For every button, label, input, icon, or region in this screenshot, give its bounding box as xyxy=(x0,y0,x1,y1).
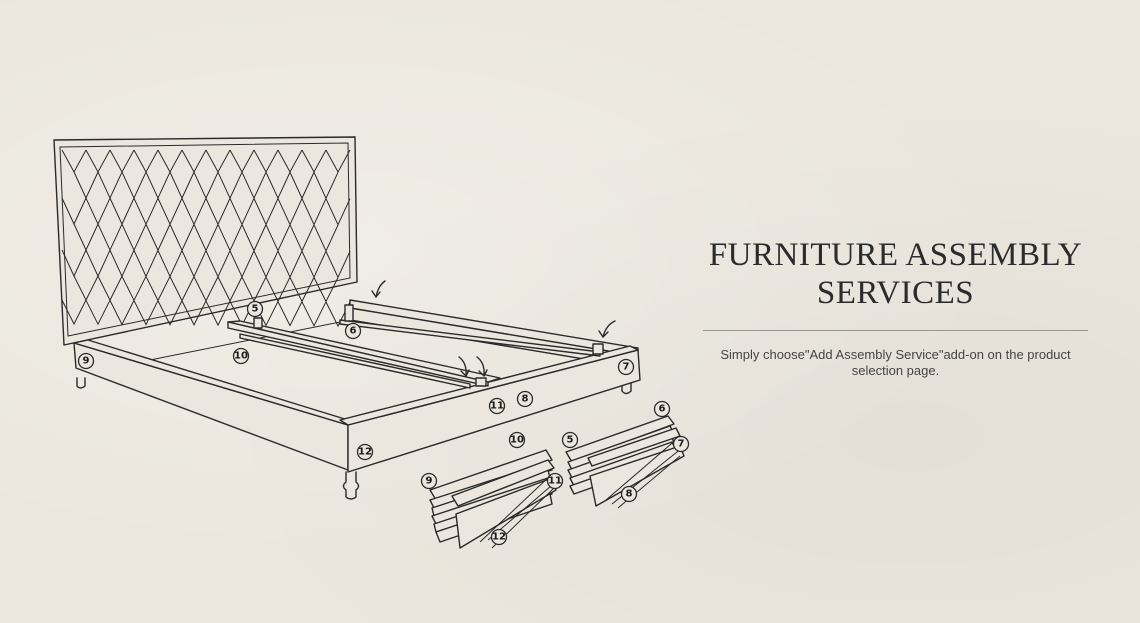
part-number-badge: 9 xyxy=(77,352,95,370)
part-number-badge: 5 xyxy=(246,300,264,318)
part-number-badge: 5 xyxy=(561,431,579,449)
part-number-label: 6 xyxy=(350,326,357,337)
parts-stack-right xyxy=(565,415,685,509)
part-number-badge: 11 xyxy=(488,397,506,415)
part-number-label: 11 xyxy=(548,476,562,487)
part-number-label: 7 xyxy=(678,439,685,450)
part-number-badge: 9 xyxy=(420,472,438,490)
parts-stack-left xyxy=(429,449,559,549)
part-number-badge: 10 xyxy=(508,431,526,449)
title-line-1: FURNITURE ASSEMBLY xyxy=(708,237,1083,273)
part-number-label: 8 xyxy=(522,394,529,405)
part-number-label: 10 xyxy=(234,351,248,362)
part-number-label: 9 xyxy=(83,356,90,367)
part-number-badge: 8 xyxy=(620,485,638,503)
part-number-label: 11 xyxy=(490,401,504,412)
part-number-label: 12 xyxy=(358,447,372,458)
part-number-label: 7 xyxy=(623,362,630,373)
part-number-label: 5 xyxy=(567,435,574,446)
part-number-badge: 12 xyxy=(356,443,374,461)
divider xyxy=(703,330,1088,331)
part-number-badge: 8 xyxy=(516,390,534,408)
info-panel: FURNITURE ASSEMBLY SERVICES Simply choos… xyxy=(703,236,1088,379)
part-number-label: 12 xyxy=(492,532,506,543)
back-right-leg xyxy=(621,380,632,395)
page-title: FURNITURE ASSEMBLY SERVICES xyxy=(703,236,1088,312)
part-number-label: 10 xyxy=(510,435,524,446)
part-number-label: 9 xyxy=(426,476,433,487)
part-number-badge: 7 xyxy=(617,358,635,376)
part-number-badge: 10 xyxy=(232,347,250,365)
description: Simply choose"Add Assembly Service"add-o… xyxy=(720,347,1071,378)
side-rail-left xyxy=(73,342,349,471)
front-leg xyxy=(342,471,360,500)
part-number-badge: 6 xyxy=(653,400,671,418)
part-number-badge: 7 xyxy=(672,435,690,453)
part-number-label: 5 xyxy=(252,304,259,315)
back-left-leg xyxy=(76,377,86,389)
part-number-label: 8 xyxy=(626,489,633,500)
part-number-label: 6 xyxy=(659,404,666,415)
title-line-2: SERVICES xyxy=(816,275,975,311)
part-number-badge: 11 xyxy=(546,472,564,490)
part-number-badge: 12 xyxy=(490,528,508,546)
arrow-icon xyxy=(254,280,616,377)
part-number-badge: 6 xyxy=(344,322,362,340)
headboard xyxy=(53,136,358,346)
